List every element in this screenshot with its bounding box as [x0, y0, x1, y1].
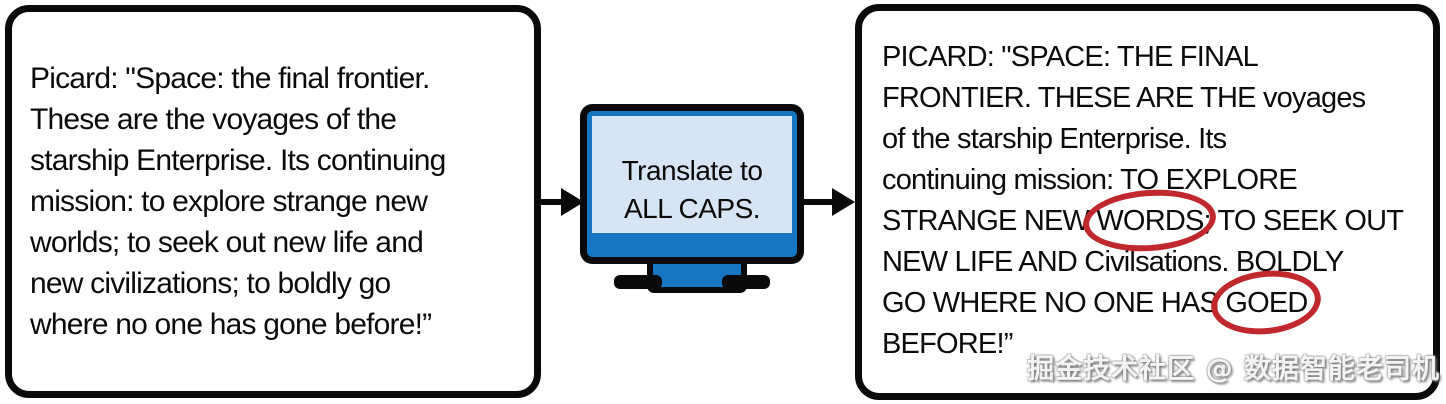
output-text: PICARD: "SPACE: THE FINAL FRONTIER. THES…: [882, 37, 1404, 365]
source-text-box: Picard: "Space: the final frontier. Thes…: [5, 5, 541, 398]
text-line: starship Enterprise. Its continuing: [30, 144, 446, 177]
text-line: continuing mission: TO EXPLORE: [882, 160, 1403, 201]
text-segment: NEW LIFE AND Civilsations. BOLDLY: [882, 246, 1344, 278]
text-line: worlds; to seek out new life and: [30, 226, 424, 259]
text-segment: ; TO SEEK OUT: [1203, 205, 1404, 237]
text-line: Picard: "Space: the final frontier.: [30, 62, 430, 95]
text-segment: GO WHERE NO ONE HAS: [882, 287, 1226, 319]
translator-label-line: Translate to: [621, 155, 763, 186]
text-line: where no one has gone before!”: [30, 308, 432, 341]
flow-arrow-right-icon: [537, 188, 584, 216]
text-segment: of the starship Enterprise. Its: [882, 123, 1227, 155]
text-line: of the starship Enterprise. Its: [882, 119, 1403, 160]
text-segment: BEFORE!”: [882, 328, 1013, 360]
text-segment: FRONTIER. THESE ARE THE voyages: [882, 82, 1366, 114]
circled-word-goed: GOED: [1225, 283, 1308, 324]
text-line: STRANGE NEW WORDS; TO SEEK OUT: [882, 201, 1404, 242]
translator-label: Translate to ALL CAPS.: [592, 152, 792, 228]
text-line: mission: to explore strange new: [30, 185, 428, 218]
text-line: BEFORE!”: [882, 324, 1403, 365]
text-segment: PICARD: "SPACE: THE FINAL: [882, 41, 1259, 73]
text-segment: STRANGE NEW: [882, 205, 1097, 237]
text-line: new civilizations; to boldly go: [30, 267, 391, 300]
translator-monitor: Translate to ALL CAPS.: [580, 104, 804, 298]
output-text-box: PICARD: "SPACE: THE FINAL FRONTIER. THES…: [855, 4, 1440, 400]
text-line: FRONTIER. THESE ARE THE voyages: [882, 78, 1403, 119]
text-line: These are the voyages of the: [30, 103, 397, 136]
text-line: PICARD: "SPACE: THE FINAL: [882, 37, 1403, 78]
text-segment: continuing mission: TO EXPLORE: [882, 164, 1298, 196]
circled-word-words: WORDS: [1096, 201, 1204, 242]
translator-label-line: ALL CAPS.: [623, 193, 761, 224]
watermark: 掘金技术社区 @ 数据智能老司机: [1027, 354, 1440, 385]
monitor-icon: [580, 104, 804, 293]
text-line: NEW LIFE AND Civilsations. BOLDLY: [882, 242, 1403, 283]
flow-arrow-right-icon: [802, 188, 855, 216]
text-line: GO WHERE NO ONE HAS GOED: [882, 283, 1403, 324]
source-text: Picard: "Space: the final frontier. Thes…: [30, 58, 446, 345]
